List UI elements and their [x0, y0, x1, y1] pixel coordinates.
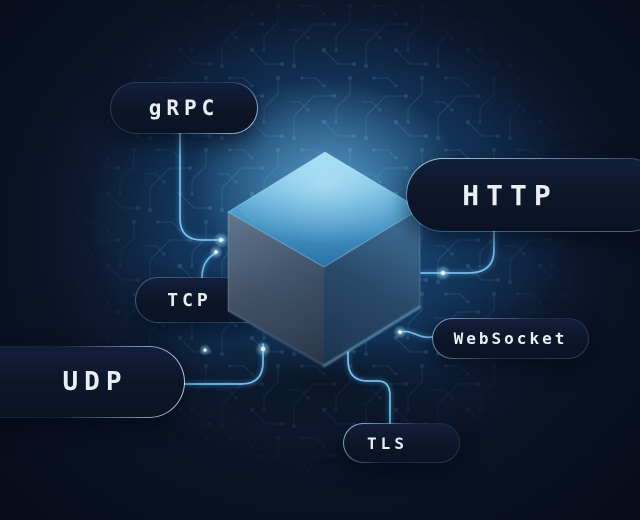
node-udp: UDP: [0, 346, 185, 418]
wire-tls: [347, 337, 391, 424]
wire-grpc: [179, 133, 225, 241]
node-tls-label: TLS: [367, 433, 408, 453]
node-grpc-label: gRPC: [148, 96, 220, 120]
node-http-label: HTTP: [462, 178, 558, 212]
node-grpc: gRPC: [110, 82, 258, 134]
node-websocket-label: WebSocket: [453, 329, 568, 348]
node-tls: TLS: [343, 423, 460, 463]
node-tcp-label: TCP: [167, 289, 212, 311]
node-http: HTTP: [406, 158, 640, 232]
node-udp-label: UDP: [62, 367, 128, 397]
wire-http: [420, 231, 495, 274]
cube-faces: [228, 152, 420, 366]
node-websocket: WebSocket: [432, 318, 589, 359]
